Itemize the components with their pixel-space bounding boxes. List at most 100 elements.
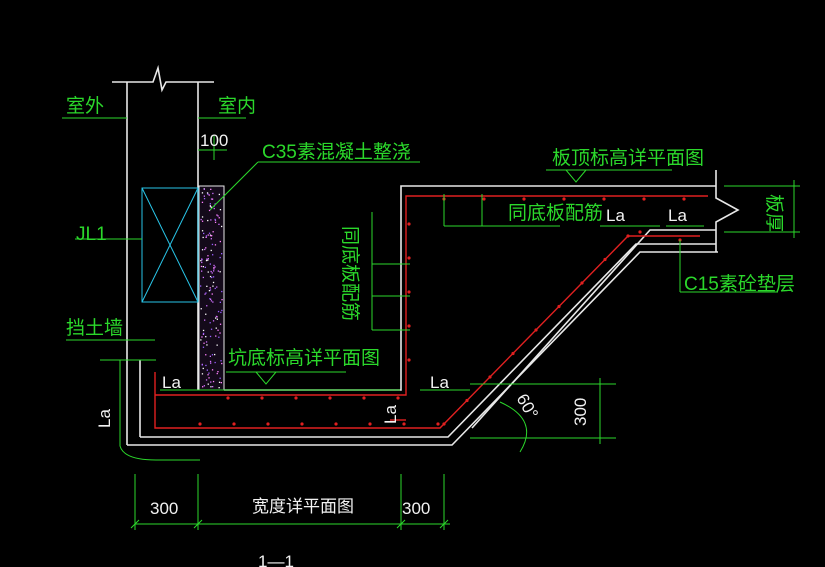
break-line-right	[715, 170, 740, 252]
concrete-speckle	[219, 377, 221, 379]
rebar-dot	[232, 422, 236, 426]
concrete-speckle	[205, 354, 207, 356]
concrete-speckle	[208, 194, 210, 196]
concrete-speckle	[214, 353, 216, 356]
concrete-speckle	[201, 364, 203, 366]
concrete-speckle	[219, 240, 221, 243]
concrete-speckle	[206, 344, 208, 346]
concrete-speckle	[201, 270, 203, 272]
concrete-speckle	[207, 259, 209, 261]
label-same-as-bottom-bar-vertical: 同底板配筋	[339, 226, 361, 321]
label-exterior: 室外	[66, 95, 104, 117]
concrete-speckle	[214, 219, 217, 221]
rebar-dot	[226, 396, 230, 400]
label-dim-300-left: 300	[150, 499, 178, 518]
concrete-speckle	[202, 266, 204, 268]
concrete-speckle	[217, 215, 219, 217]
rebar-dot	[300, 422, 304, 426]
concrete-speckle	[208, 290, 211, 292]
concrete-speckle	[205, 364, 207, 367]
concrete-speckle	[209, 335, 212, 338]
concrete-speckle	[221, 299, 223, 301]
concrete-speckle	[207, 234, 209, 236]
concrete-speckle	[215, 335, 217, 337]
label-la-vertical-left: La	[95, 409, 114, 428]
concrete-speckle	[204, 319, 206, 321]
concrete-speckle	[213, 267, 215, 269]
concrete-speckle	[210, 362, 212, 364]
label-la-bottom-left: La	[162, 373, 181, 392]
concrete-speckle	[220, 360, 222, 362]
concrete-speckle	[205, 292, 207, 294]
concrete-speckle	[212, 281, 215, 284]
label-la-top-right: La	[668, 206, 687, 225]
concrete-speckle	[209, 205, 211, 207]
concrete-speckle	[201, 261, 203, 264]
concrete-speckle	[211, 243, 214, 246]
concrete-speckle	[211, 354, 214, 356]
concrete-speckle	[218, 387, 220, 389]
concrete-speckle	[205, 259, 208, 262]
concrete-speckle	[202, 276, 204, 279]
concrete-speckle	[201, 259, 203, 261]
concrete-speckle	[219, 323, 222, 325]
concrete-speckle	[217, 310, 220, 313]
concrete-speckle	[208, 372, 210, 374]
concrete-speckle	[214, 361, 216, 364]
concrete-speckle	[210, 249, 212, 252]
label-la-vertical-mid: La	[381, 405, 400, 424]
rebar-dot	[482, 197, 486, 201]
rebar-dot	[557, 304, 561, 309]
concrete-speckle	[201, 249, 204, 251]
concrete-speckle	[205, 247, 207, 249]
concrete-speckle	[207, 219, 209, 222]
rebar-dot	[328, 396, 332, 400]
concrete-speckle	[205, 379, 208, 381]
concrete-speckle	[203, 195, 205, 197]
concrete-speckle	[200, 308, 202, 310]
concrete-speckle	[219, 209, 222, 211]
concrete-speckle	[206, 369, 208, 371]
concrete-speckle	[200, 218, 202, 221]
concrete-speckle	[210, 198, 213, 200]
rebar-dot	[362, 396, 366, 400]
concrete-speckle	[212, 301, 214, 303]
concrete-speckle	[209, 287, 211, 289]
concrete-speckle	[206, 258, 208, 260]
rebar-dot	[580, 281, 584, 285]
rebar-dot	[511, 351, 515, 356]
concrete-speckle	[216, 286, 218, 288]
concrete-speckle	[205, 341, 208, 343]
concrete-speckle	[203, 198, 206, 200]
concrete-speckle	[210, 235, 212, 237]
concrete-speckle	[203, 188, 205, 190]
rebar-dot	[436, 422, 440, 426]
concrete-speckle	[211, 276, 213, 279]
concrete-speckle	[218, 381, 221, 383]
concrete-speckle	[209, 289, 212, 291]
concrete-speckle	[207, 271, 209, 273]
rebar-dot	[396, 396, 400, 400]
concrete-speckle	[206, 192, 209, 194]
annotation-leaders	[62, 117, 800, 530]
concrete-speckle	[214, 266, 216, 268]
concrete-speckle	[209, 206, 212, 208]
concrete-speckle	[210, 381, 212, 383]
label-c15-cushion: C15素砼垫层	[684, 273, 795, 295]
rebar-dot	[626, 234, 630, 238]
concrete-speckle	[216, 344, 218, 346]
concrete-speckle	[211, 272, 213, 274]
concrete-speckle	[219, 256, 221, 259]
concrete-speckle	[209, 355, 211, 357]
concrete-speckle	[209, 263, 211, 265]
rebar-lines	[154, 195, 708, 429]
concrete-speckle	[219, 332, 221, 334]
concrete-speckle	[202, 329, 205, 332]
concrete-speckle	[210, 238, 212, 240]
concrete-speckle	[210, 188, 212, 190]
concrete-speckle	[212, 320, 215, 322]
concrete-speckle	[211, 369, 214, 371]
concrete-speckle	[201, 201, 204, 203]
rebar-dot	[682, 197, 686, 201]
concrete-speckle	[210, 328, 213, 330]
